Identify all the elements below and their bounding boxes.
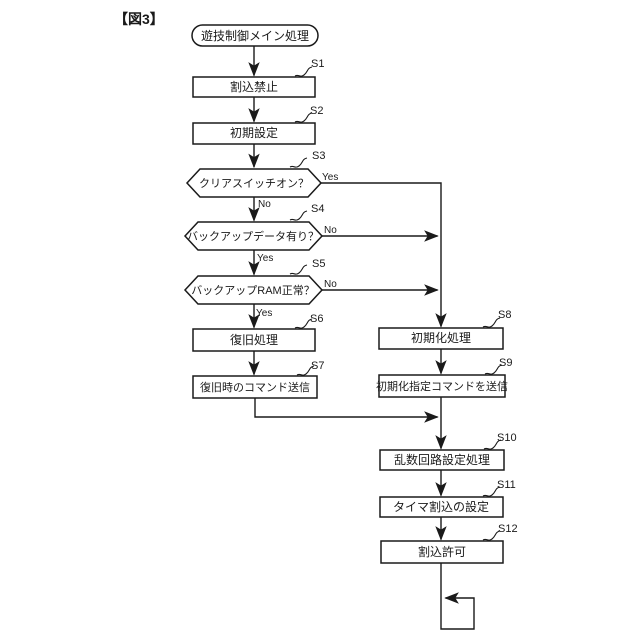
step-label-s3: S3 [312, 150, 325, 162]
step-connector-s9 [484, 364, 503, 375]
node-s3: クリアスイッチオン？ S3 [185, 150, 325, 198]
node-s4: バックアップデータ有り？ S4 [183, 203, 324, 251]
branch-labels: Yes No No Yes No Yes [256, 172, 338, 319]
step-label-s12: S12 [498, 523, 518, 535]
node-s10: 乱数回路設定処理 S10 [379, 432, 517, 471]
process-shape-s7 [192, 375, 318, 399]
node-start: 遊技制御メイン処理 [191, 24, 319, 47]
step-label-s11: S11 [497, 479, 516, 491]
edge-s7-merge [254, 398, 439, 423]
process-shape-s2 [192, 122, 316, 145]
step-connector-s7 [296, 365, 315, 376]
node-s9: 初期化指定コマンドを送信 S9 [376, 357, 512, 398]
step-connector-s10 [483, 439, 502, 450]
process-label-s2: 初期設定 [230, 125, 278, 140]
step-connector-s8 [482, 317, 501, 328]
branch-label-s3-no: No [258, 199, 271, 210]
process-shape-s11 [379, 496, 504, 518]
step-connector-s5 [289, 264, 308, 275]
process-shape-s9 [378, 374, 506, 398]
step-connector-s6 [294, 318, 313, 329]
step-connector-s4 [289, 210, 308, 221]
node-s1: 割込禁止 S1 [192, 58, 324, 98]
process-shape-s12 [380, 540, 504, 564]
figure-label: 【図3】 [114, 11, 164, 27]
edges [248, 46, 475, 630]
process-label-s1: 割込禁止 [230, 79, 278, 94]
decision-shape-s5 [183, 275, 324, 305]
node-s12: 割込許可 S12 [380, 523, 518, 564]
node-s5: バックアップRAM正常？ S5 [183, 258, 325, 305]
step-label-s8: S8 [498, 309, 511, 321]
step-label-s7: S7 [311, 360, 324, 372]
branch-label-s5-no: No [324, 279, 337, 290]
step-connector-s12 [482, 530, 501, 541]
process-shape-s10 [379, 449, 505, 471]
step-connector-s3 [289, 157, 308, 168]
node-s2: 初期設定 S2 [192, 105, 323, 145]
node-s7: 復旧時のコマンド送信 S7 [192, 360, 324, 399]
branch-label-s4-yes: Yes [257, 253, 273, 264]
decision-shape-s4 [183, 221, 324, 251]
node-s8: 初期化処理 S8 [378, 309, 511, 350]
step-label-s2: S2 [310, 105, 323, 117]
process-label-s6: 復旧処理 [230, 332, 278, 347]
process-shape-s6 [192, 328, 316, 352]
step-label-s9: S9 [499, 357, 512, 369]
step-connector-s11 [482, 486, 501, 497]
process-label-s8: 初期化処理 [411, 331, 471, 345]
node-s6: 復旧処理 S6 [192, 313, 323, 352]
step-label-s6: S6 [310, 313, 323, 325]
process-label-s9: 初期化指定コマンドを送信 [376, 379, 508, 393]
process-label-s11: タイマ割込の設定 [393, 499, 489, 514]
terminal-label: 遊技制御メイン処理 [201, 28, 309, 43]
step-connector-s2 [294, 112, 313, 123]
process-label-s7: 復旧時のコマンド送信 [200, 380, 310, 394]
process-label-s10: 乱数回路設定処理 [394, 452, 490, 467]
decision-label-s3: クリアスイッチオン？ [199, 177, 309, 190]
decision-label-s5: バックアップRAM正常？ [191, 284, 314, 297]
node-s11: タイマ割込の設定 S11 [379, 479, 516, 518]
branch-label-s3-yes: Yes [322, 172, 338, 183]
step-label-s5: S5 [312, 258, 325, 270]
process-label-s12: 割込許可 [418, 544, 466, 559]
step-label-s4: S4 [311, 203, 324, 215]
decision-label-s4: バックアップデータ有り？ [187, 229, 319, 243]
branch-label-s4-no: No [324, 225, 337, 236]
edge-main-loop [440, 563, 475, 630]
branch-label-s5-yes: Yes [256, 308, 272, 319]
step-label-s1: S1 [311, 58, 324, 70]
edge-s3-yes-s8 [321, 182, 447, 328]
process-shape-s1 [192, 76, 316, 98]
terminal-shape [191, 24, 319, 47]
decision-shape-s3 [185, 168, 323, 198]
step-connector-s1 [294, 66, 313, 77]
step-label-s10: S10 [497, 432, 517, 444]
process-shape-s8 [378, 327, 504, 350]
